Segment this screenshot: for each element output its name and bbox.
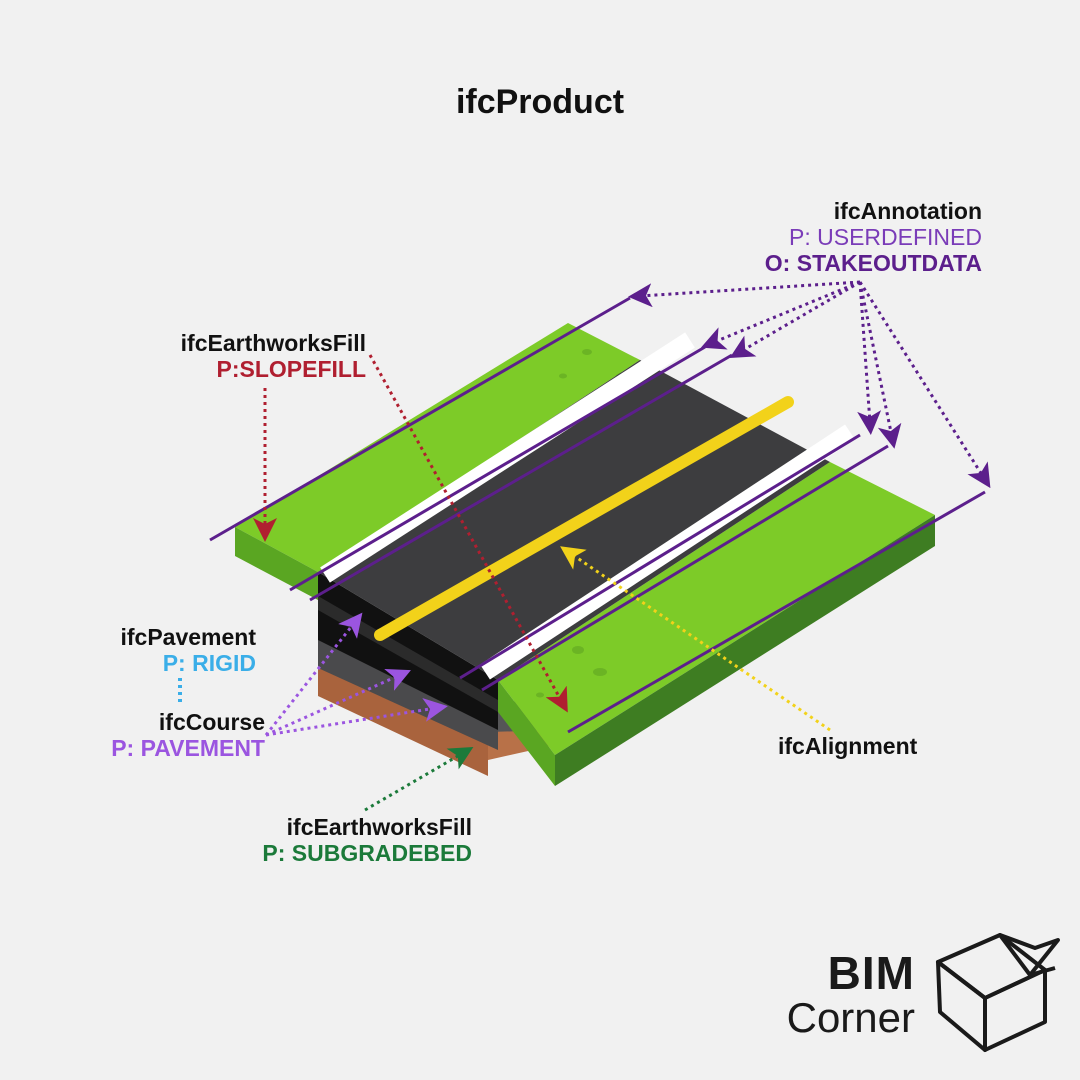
alignment-label: ifcAlignment [778, 733, 918, 759]
earthworks-subgrade-predefined: P: SUBGRADEBED [262, 840, 472, 866]
earthworks-slopefill-name: ifcEarthworksFill [180, 330, 366, 356]
stakeout-lines [209, 296, 986, 734]
pavement-layers [318, 572, 560, 750]
logo-line-2: Corner [786, 994, 915, 1041]
course-name: ifcCourse [158, 709, 265, 735]
course-predefined: P: PAVEMENT [111, 735, 265, 761]
pavement-name: ifcPavement [120, 624, 256, 650]
pavement-label: ifcPavement P: RIGID [60, 624, 256, 676]
earthworks-subgrade-label: ifcEarthworksFill P: SUBGRADEBED [230, 814, 472, 866]
grass-left [235, 323, 640, 600]
centerline [374, 396, 794, 641]
subgrade-arrow [364, 746, 474, 812]
earthworks-slopefill-label: ifcEarthworksFill P:SLOPEFILL [120, 330, 366, 382]
annotation-predefined: P: USERDEFINED [789, 224, 982, 250]
course-arrows [264, 612, 448, 737]
annotation-name: ifcAnnotation [833, 198, 982, 224]
slopefill-arrows [253, 354, 568, 713]
pavement-predefined: P: RIGID [162, 650, 256, 676]
earthworks-slopefill-predefined: P:SLOPEFILL [216, 356, 367, 382]
bim-corner-logo: BIM Corner [770, 950, 915, 1040]
earthworks-subgrade-name: ifcEarthworksFill [286, 814, 472, 840]
logo-line-1: BIM [827, 947, 915, 999]
annotation-arrows [628, 280, 991, 489]
course-label: ifcCourse P: PAVEMENT [60, 709, 265, 761]
annotation-label: ifcAnnotation P: USERDEFINED O: STAKEOUT… [680, 198, 982, 276]
annotation-object: O: STAKEOUTDATA [764, 250, 982, 276]
box-logo-icon [936, 933, 1060, 1052]
page-title: ifcProduct [455, 83, 625, 121]
edge-line-left [320, 332, 695, 583]
